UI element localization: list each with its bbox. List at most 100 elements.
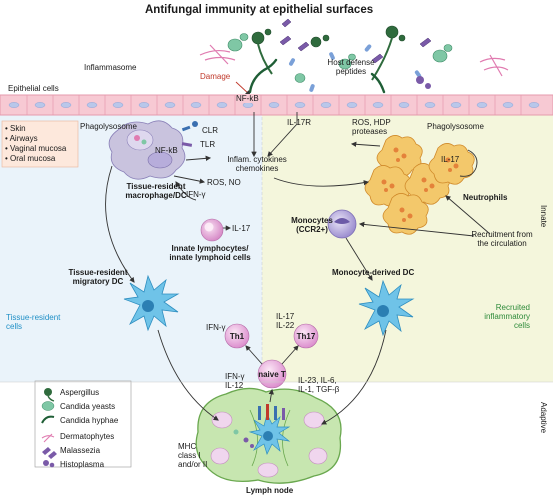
- th17-cell: [293, 323, 319, 349]
- label-recruited-inflammatory-cells: Recruited inflammatory cells: [484, 303, 530, 330]
- label-innate-lymphocytes: Innate lymphocytes/ innate lymphoid cell…: [169, 244, 251, 262]
- label-ros-no: ROS, NO: [207, 178, 241, 187]
- arrow-recruitment-to-monocytes: [358, 221, 475, 237]
- label-clr: CLR: [202, 126, 219, 135]
- histoplasma-icon: [416, 76, 431, 89]
- label-il23-il6-il1-tgfb: IL-23, IL-6, IL-1, TGF-β: [298, 376, 340, 394]
- arrow-macrophage-to-migratory-dc: [105, 165, 135, 283]
- arrow-naive-to-th1: [245, 345, 263, 365]
- label-il17-il22: IL-17 IL-22: [276, 312, 295, 330]
- label-mhc: MHC class I and/or II: [178, 442, 208, 469]
- fungi-cluster: [199, 18, 509, 94]
- arrow-monocyte-to-dc: [345, 237, 373, 281]
- neutrophil-cluster: [364, 135, 475, 235]
- label-il17-loop: IL-17: [441, 155, 460, 164]
- pathway-arrows: [105, 81, 491, 425]
- legend-dermatophyte-icon: [41, 433, 55, 443]
- legend-histoplasma-icon: [43, 460, 55, 468]
- label-damage: Damage: [200, 72, 231, 81]
- legend-label: Histoplasma: [60, 460, 105, 469]
- epithelial-cell-nuclei: [8, 102, 540, 108]
- label-monocyte-derived-dc: Monocyte-derived DC: [332, 268, 415, 277]
- arrow-macrophage-to-cytokines: [185, 155, 212, 162]
- legend-malassezia-icon: [42, 447, 57, 459]
- label-il17-ilc: IL-17: [232, 224, 251, 233]
- arrow-lymph-node-to-naive: [268, 388, 274, 403]
- dermatophyte-icon: [199, 44, 509, 77]
- label-adaptive: Adaptive: [539, 402, 548, 434]
- arrow-il17r-to-cytokines: [267, 123, 298, 157]
- label-neutrophils: Neutrophils: [463, 193, 508, 202]
- label-nfkb-epithelium: NF-kB: [236, 94, 259, 103]
- legend-label: Candida hyphae: [60, 416, 119, 425]
- label-lymph-node: Lymph node: [246, 486, 294, 495]
- label-tissue-resident-macrophage: Tissue-resident macrophage/DC: [125, 182, 187, 200]
- lymph-node-fungi-icon: [233, 429, 254, 448]
- aspergillus-icon: [251, 25, 406, 81]
- legend-label: Aspergillus: [60, 388, 100, 397]
- candida-hyphae-icon: [248, 58, 386, 94]
- tissue-resident-macrophage: [108, 120, 186, 180]
- label-ifn-gamma-th1: IFN-γ: [206, 323, 226, 332]
- label-tlr: TLR: [200, 140, 216, 149]
- label-phagolysosome-right: Phagolysosome: [427, 122, 484, 131]
- surfaces-list: • Skin • Airways • Vaginal mucosa • Oral…: [5, 124, 66, 164]
- monocyte-derived-dc: [358, 279, 415, 337]
- surface-item: • Oral mucosa: [5, 154, 56, 163]
- arrow-neutrophils-to-ros: [350, 141, 381, 148]
- tcr-mhc-receptors: [258, 404, 285, 420]
- label-ifn-gamma-macrophage: IFN-γ: [186, 190, 206, 199]
- legend-aspergillus-icon: [44, 388, 55, 402]
- diagram-title: Antifungal immunity at epithelial surfac…: [145, 4, 374, 16]
- label-innate: Innate: [539, 205, 548, 228]
- legend-label: Dermatophytes: [60, 432, 115, 441]
- arrow-cytokines-to-neutrophils: [273, 177, 370, 187]
- epithelium-layer: [0, 94, 553, 116]
- label-ifn-il12: IFN-γ IL-12: [225, 372, 245, 390]
- legend-candida-yeast-icon: [41, 401, 55, 411]
- naive-t-cell: [257, 359, 287, 389]
- legend-box: [34, 380, 132, 468]
- lymph-node-dc: [248, 412, 291, 455]
- label-tissue-resident-migratory-dc: Tissue-resident migratory DC: [68, 268, 128, 286]
- arrow-naive-to-th17: [281, 345, 299, 365]
- label-epithelial-cells: Epithelial cells: [8, 84, 59, 93]
- host-defense-peptide-icons: [289, 44, 422, 92]
- label-monocytes: Monocytes (CCR2+): [291, 216, 333, 234]
- surface-item: • Airways: [5, 134, 38, 143]
- legend-label: Candida yeasts: [60, 402, 116, 411]
- tissue-resident-migratory-dc: [123, 274, 180, 332]
- surfaces-box: [1, 120, 79, 168]
- arrow-ifn-to-macrophage: [175, 181, 197, 201]
- arrow-mo-dc-to-lymph-node: [321, 329, 387, 425]
- candida-yeast-icon: [227, 33, 453, 83]
- arrow-macrophage-to-ros-no: [173, 175, 206, 184]
- arrow-damage-to-epithelium: [235, 81, 251, 96]
- label-phagolysosome-left: Phagolysosome: [80, 122, 137, 131]
- surface-item: • Skin: [5, 124, 26, 133]
- label-ros-hdp-proteases: ROS, HDP proteases: [352, 118, 391, 136]
- legend-candida-hyphae-icon: [41, 415, 55, 424]
- label-host-defense-peptides: Host defense peptides: [327, 58, 375, 76]
- arrow-recruitment-to-neutrophils: [445, 195, 491, 235]
- label-il17r: IL-17R: [287, 118, 312, 127]
- arrow-il17-loop: [459, 149, 478, 177]
- tlr-receptor: [181, 142, 193, 147]
- clr-receptor: [181, 121, 198, 132]
- legend-icons: [41, 388, 57, 468]
- malassezia-icon: [279, 18, 432, 64]
- th1-cell: [224, 323, 250, 349]
- arrow-migratory-dc-to-lymph-node: [157, 329, 219, 421]
- label-recruitment: Recruitment from the circulation: [471, 230, 533, 248]
- label-inflammasome: Inflammasome: [84, 63, 137, 72]
- label-th1: Th1: [229, 332, 245, 341]
- label-tissue-resident-cells: Tissue-resident cells: [6, 313, 61, 331]
- label-naive-t: naive T: [258, 370, 286, 379]
- legend-label: Malassezia: [60, 446, 101, 455]
- label-inflammatory-cytokines: Inflam. cytokines chemokines: [227, 155, 287, 173]
- label-th17: Th17: [296, 332, 316, 341]
- surface-item: • Vaginal mucosa: [5, 144, 67, 153]
- label-nfkb-cell: NF-kB: [155, 146, 178, 155]
